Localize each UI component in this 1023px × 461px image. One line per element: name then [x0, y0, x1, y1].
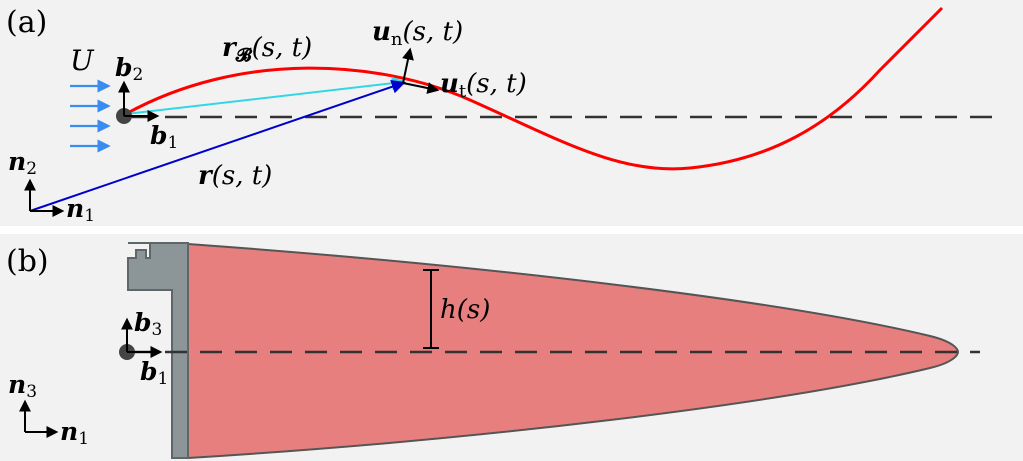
- panel-a-tag: (a): [6, 5, 47, 40]
- panel-b: (b) h(s) b3 b1 n3 n1: [0, 234, 1023, 461]
- flow-label: U: [70, 44, 95, 77]
- un-arrow: [402, 47, 414, 84]
- label-n2-a: n2: [8, 147, 37, 179]
- clamp: [127, 242, 189, 459]
- label-b3-b: b3: [134, 308, 162, 340]
- label-h: h(s): [440, 295, 490, 325]
- foil-shape: [187, 242, 960, 460]
- label-n1-a: n1: [66, 194, 95, 226]
- label-b1-a: b1: [150, 121, 178, 153]
- label-r: r(s, t): [198, 161, 272, 191]
- vector-rB: [125, 76, 406, 115]
- vector-r: [29, 80, 406, 212]
- label-ut: ut(s, t): [440, 69, 527, 102]
- filament-curve: [123, 6, 944, 171]
- panel-a-background: [0, 0, 1023, 226]
- label-un: un(s, t): [372, 17, 463, 50]
- panel-a: (a) U b2 b1 n2 n1 r𝓑(s: [0, 0, 1023, 226]
- ut-arrow: [402, 82, 440, 94]
- label-n1-b: n1: [60, 417, 89, 449]
- label-b2-a: b2: [115, 53, 143, 85]
- flow-arrows: [70, 79, 111, 153]
- label-n3-b: n3: [8, 370, 37, 402]
- thickness-indicator: [423, 269, 439, 349]
- panel-b-tag: (b): [6, 244, 49, 279]
- label-rB: r𝓑(s, t): [222, 33, 312, 66]
- label-b1-b: b1: [140, 357, 168, 389]
